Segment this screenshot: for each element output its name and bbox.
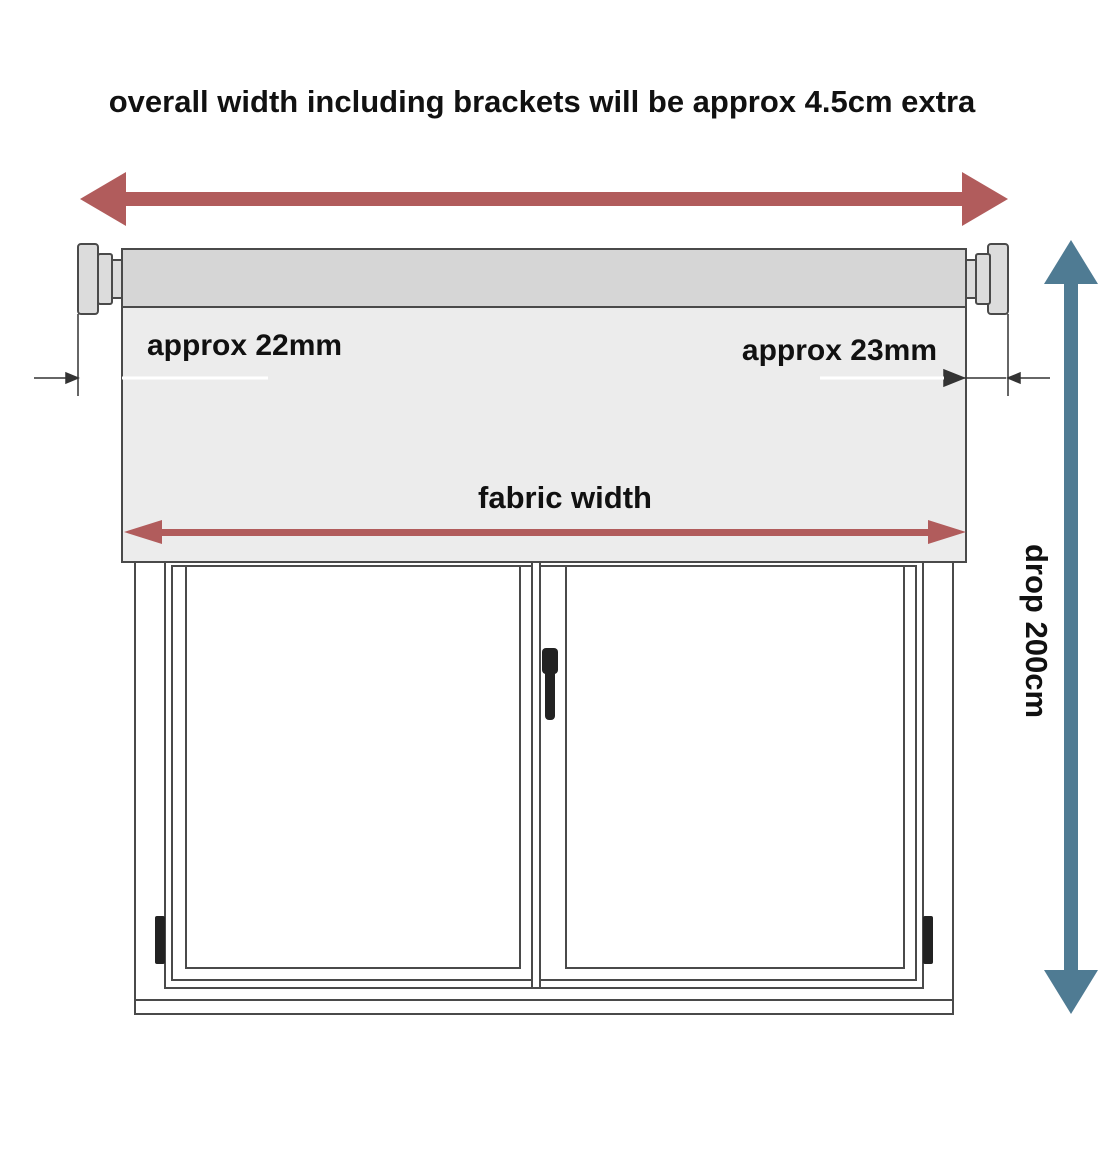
drop-label: drop 200cm [1019, 544, 1054, 718]
blind-fabric [121, 306, 967, 563]
fabric-width-label: fabric width [478, 480, 652, 515]
left-bracket [77, 243, 123, 315]
window-hinges [155, 916, 933, 964]
overall-width-arrow [80, 172, 1008, 226]
left-gap-label: approx 22mm [147, 329, 342, 362]
right-gap-label: approx 23mm [742, 334, 937, 367]
left-window-sash [171, 565, 533, 981]
roller-tube [121, 248, 967, 308]
window-handle-icon [542, 648, 558, 720]
centre-mullion [531, 562, 541, 988]
right-bracket [965, 243, 1009, 315]
bracket-dimension-lines [34, 314, 1050, 396]
right-window-sash [539, 565, 917, 981]
fabric-width-arrow [124, 520, 966, 544]
drop-arrow [1044, 240, 1098, 1014]
diagram-title: overall width including brackets will be… [109, 84, 976, 119]
